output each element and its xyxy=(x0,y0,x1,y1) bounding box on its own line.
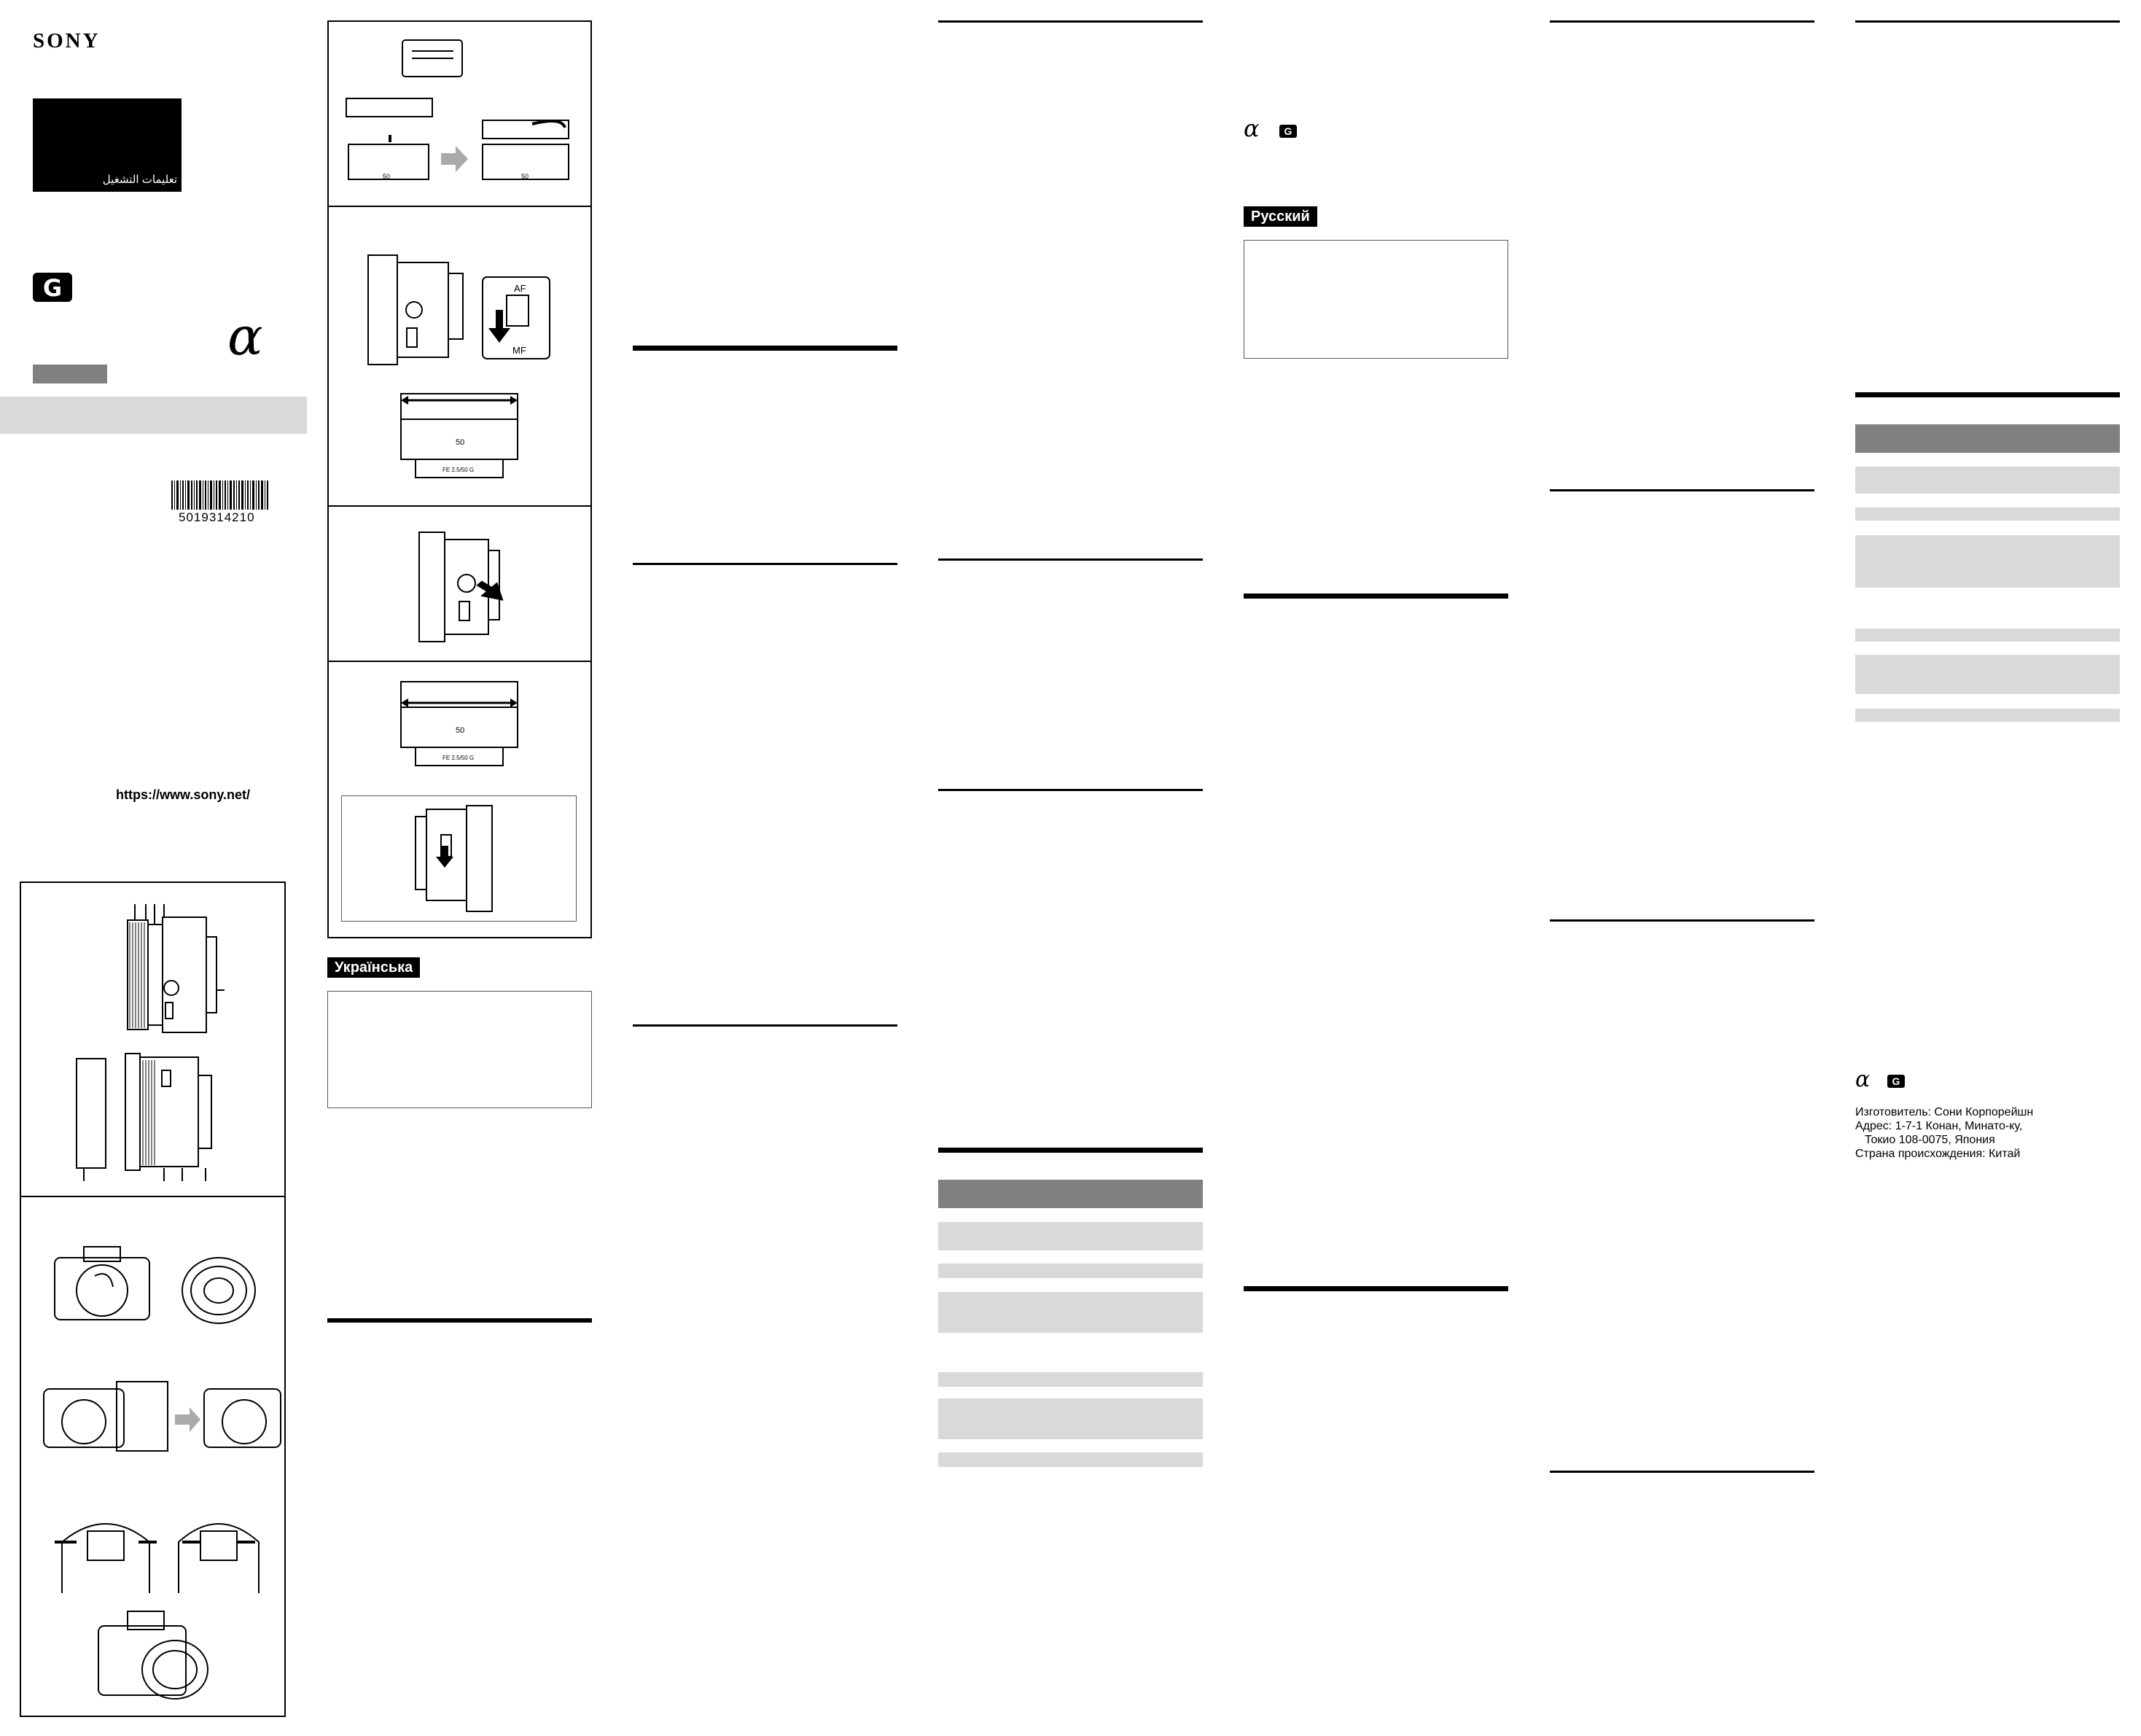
af-mf-switch-icon: AF MF xyxy=(367,254,550,365)
lens-side-view-icon xyxy=(127,904,225,1033)
diagram-divider xyxy=(327,206,592,207)
af-label: AF xyxy=(514,283,526,294)
language-tab-russian[interactable]: Русский xyxy=(1244,206,1317,227)
manufacturer-address-line: Адрес: 1-7-1 Конан, Минато-ку, xyxy=(1855,1120,2023,1132)
section-rule xyxy=(1550,20,1814,23)
country-of-origin: Страна происхождения: Китай xyxy=(1855,1148,2021,1160)
diagram-divider xyxy=(327,661,592,662)
russian-notice-box xyxy=(1244,240,1508,359)
diagram-divider xyxy=(20,1196,286,1197)
section-rule xyxy=(938,1148,1203,1153)
iris-lock-switch-icon xyxy=(415,805,493,912)
section-rule xyxy=(938,20,1203,23)
alpha-logo-icon: α xyxy=(1855,1067,1871,1092)
section-rule xyxy=(938,789,1203,791)
spec-table-row xyxy=(1855,655,2120,694)
g-lens-logo-icon: G xyxy=(1887,1075,1905,1088)
spec-table-row xyxy=(1855,535,2120,588)
model-gray-tag xyxy=(33,365,107,384)
section-rule xyxy=(1244,1286,1508,1291)
spec-table-row xyxy=(938,1222,1203,1250)
sony-url-link[interactable]: https://www.sony.net/ xyxy=(116,787,250,802)
section-rule xyxy=(633,563,897,565)
diagram-divider xyxy=(327,505,592,507)
iris-lock-inset-box xyxy=(341,795,577,922)
spec-table-row xyxy=(1855,507,2120,521)
spec-table-row xyxy=(938,1398,1203,1439)
spec-table-row xyxy=(938,1264,1203,1278)
arabic-manual-label: تعليمات التشغيل xyxy=(102,174,177,186)
lens-rear-view-icon xyxy=(76,1053,212,1181)
spec-table-row xyxy=(1855,628,2120,642)
language-tab-ukrainian[interactable]: Українська xyxy=(327,957,421,978)
section-rule xyxy=(1855,392,2120,397)
barcode-number: 5019314210 xyxy=(179,510,255,524)
section-rule xyxy=(1550,489,1814,491)
mf-label: MF xyxy=(512,345,526,356)
section-rule xyxy=(1244,593,1508,599)
barcode-icon xyxy=(171,480,268,510)
lens-name-label: FE 2.5/50 G xyxy=(442,755,474,761)
section-rule xyxy=(327,1318,592,1323)
focus-ring-icon: 50 FE 2.5/50 G xyxy=(400,393,518,478)
focal-length-label: 50 xyxy=(521,173,529,180)
cover-gray-band xyxy=(0,397,307,434)
section-rule xyxy=(633,346,897,351)
section-rule xyxy=(1550,1471,1814,1473)
spec-table-row xyxy=(1855,709,2120,722)
cover-title-block: تعليمات التشغيل xyxy=(33,98,182,192)
lens-name-label: FE 2.5/50 G xyxy=(442,467,474,473)
spec-table-row xyxy=(938,1372,1203,1387)
spec-table-header xyxy=(1855,424,2120,453)
alpha-logo-icon: α xyxy=(227,305,263,367)
spec-table-row xyxy=(938,1292,1203,1333)
section-rule xyxy=(633,1024,897,1027)
camera-body-cap-icon xyxy=(54,1246,150,1320)
lens-hood-icon xyxy=(55,1523,260,1593)
g-lens-logo-icon: G xyxy=(1279,125,1297,138)
brand-logo: SONY xyxy=(33,29,101,52)
lens-cap-icon xyxy=(182,1257,256,1324)
lens-parts-diagram-box xyxy=(20,881,286,1717)
section-rule xyxy=(1550,919,1814,922)
spec-table-row xyxy=(1855,467,2120,494)
focal-length-label: 50 xyxy=(383,173,390,180)
camera-with-lens-icon xyxy=(98,1611,208,1700)
focus-hold-button-icon xyxy=(418,532,504,642)
alpha-logo-icon: α xyxy=(1244,114,1260,142)
manufacturer-address-line: Токио 108-0075, Япония xyxy=(1865,1134,1995,1146)
focal-length-label: 50 xyxy=(456,438,464,447)
focal-length-label: 50 xyxy=(456,726,464,735)
attach-lens-icon xyxy=(43,1381,281,1452)
spec-table-row xyxy=(938,1452,1203,1467)
g-lens-logo-icon: G xyxy=(33,273,72,302)
ring-rotation-icon: 50 FE 2.5/50 G xyxy=(400,681,518,766)
rear-cap-attach-icon: 50 50 xyxy=(346,39,569,180)
manufacturer-line: Изготовитель: Сони Корпорейшн xyxy=(1855,1106,2034,1118)
lens-operation-diagram-box xyxy=(327,20,592,938)
spec-table-header xyxy=(938,1180,1203,1208)
section-rule xyxy=(1855,20,2120,23)
section-rule xyxy=(938,558,1203,561)
ukrainian-notice-box xyxy=(327,991,592,1108)
